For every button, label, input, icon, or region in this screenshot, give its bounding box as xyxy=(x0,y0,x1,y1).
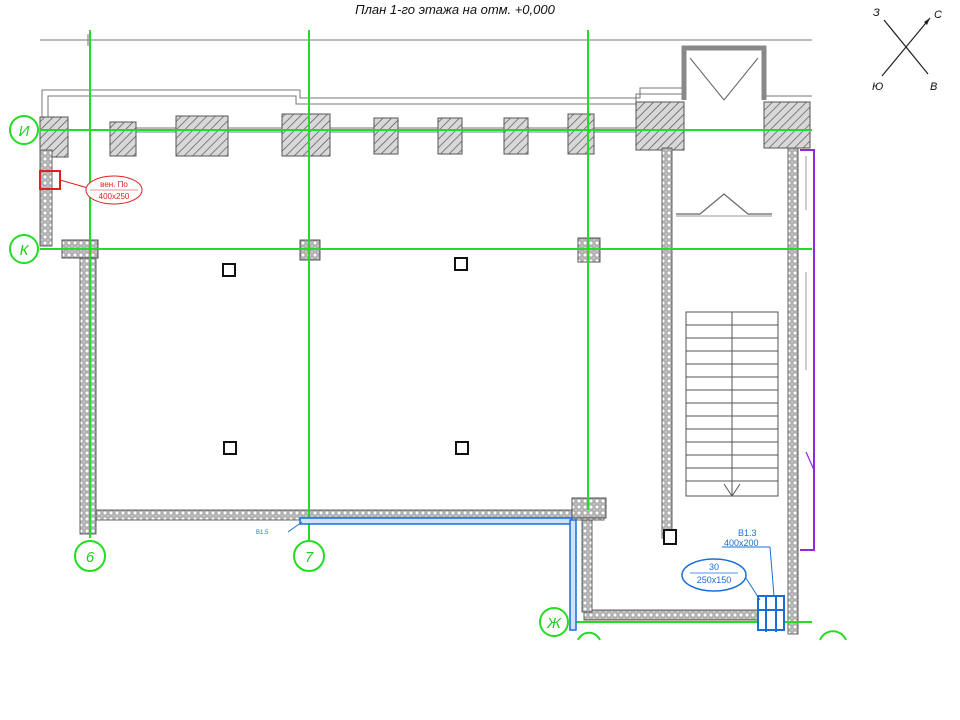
purple-shaft-outline xyxy=(800,149,815,551)
axis-label-K: К xyxy=(20,242,30,259)
axis-bubble-6: 6 xyxy=(74,540,106,572)
compass-south-label: Ю xyxy=(872,81,883,93)
duct-oval-line1: 30 xyxy=(709,562,719,572)
wall-left-upper xyxy=(39,149,53,247)
duct-annotation: В1.3 400х200 30 250х150 xyxy=(681,528,775,601)
axis-label-I: И xyxy=(19,123,30,140)
axis-bubble-partial-right xyxy=(819,630,847,641)
wall-right xyxy=(787,147,799,635)
duct-label: В1.3 xyxy=(738,528,757,538)
compass-rose-icon: С З Ю В xyxy=(872,7,942,93)
axis-label-6: 6 xyxy=(86,549,95,566)
compass-west-label: З xyxy=(873,7,880,19)
top-dimension-line xyxy=(40,34,812,46)
wall-stair-left xyxy=(661,147,673,539)
wall-left-main xyxy=(79,239,97,535)
axis-label-7: 7 xyxy=(305,549,314,566)
axis-bubble-7: 7 xyxy=(293,540,325,572)
entrance-vestibule xyxy=(676,45,772,217)
drawing-title: План 1-го этажа на отм. +0,000 xyxy=(355,2,555,17)
small-blue-leader xyxy=(287,521,303,533)
axis-label-Zh: Ж xyxy=(546,615,562,632)
axis-bubble-K: К xyxy=(9,234,39,264)
facade-piers xyxy=(39,101,811,158)
small-blue-label: В1.5 xyxy=(256,530,269,536)
blue-duct xyxy=(299,517,785,632)
facade-outline xyxy=(41,87,812,133)
compass-east-label: В xyxy=(930,81,937,93)
wall-lower-right-bottom xyxy=(583,609,785,621)
duct-oval-line2: 250х150 xyxy=(697,575,732,585)
red-vent-line1: вен. Пo xyxy=(100,180,128,189)
axis-bubble-I: И xyxy=(9,115,39,145)
staircase xyxy=(685,311,779,497)
compass-north-label: С xyxy=(934,9,942,21)
red-vent-annotation: вен. Пo 400х250 xyxy=(39,170,143,205)
structural-columns xyxy=(61,237,607,519)
axis-bubble-partial-bottom xyxy=(577,631,601,641)
interior-column-markers xyxy=(222,257,677,545)
wall-lower-left-vertical xyxy=(581,519,593,613)
duct-size: 400х200 xyxy=(724,538,759,548)
axis-grid xyxy=(40,30,812,623)
red-vent-line2: 400х250 xyxy=(99,192,130,201)
axis-bubble-Zh: Ж xyxy=(539,607,569,637)
